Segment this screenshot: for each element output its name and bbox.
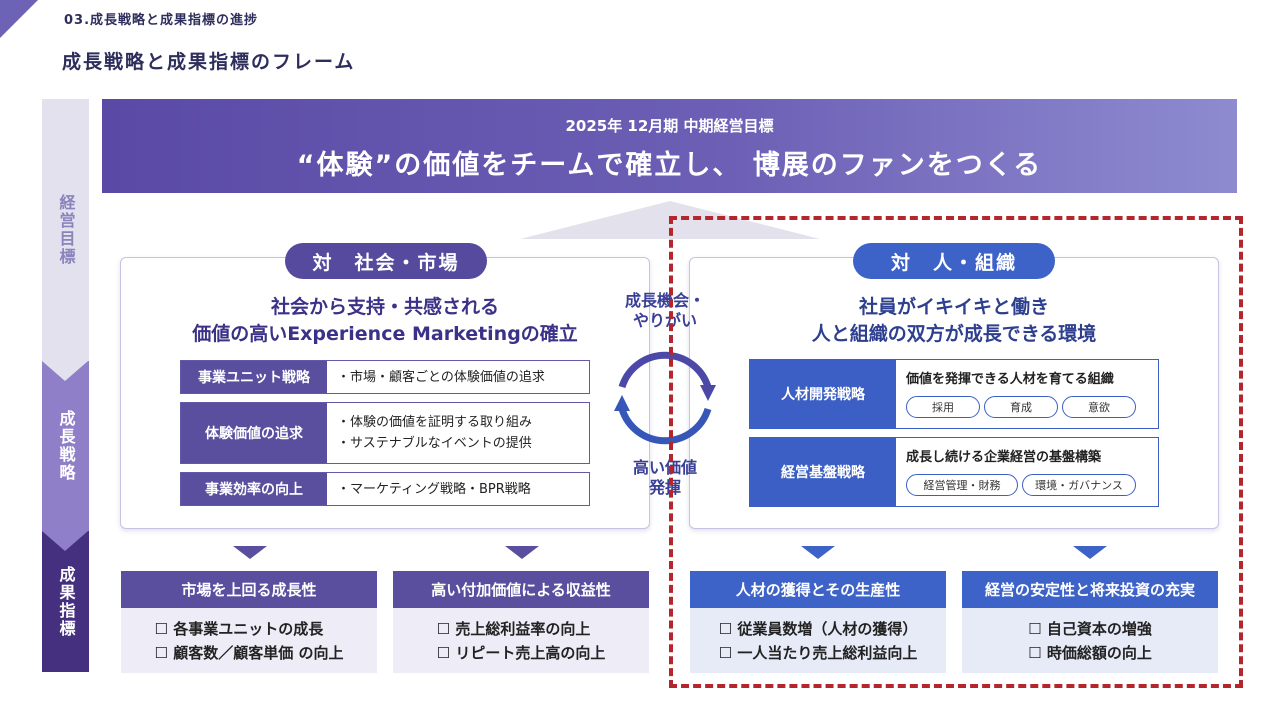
section-label: 03.成長戦略と成果指標の進捗 <box>64 13 259 28</box>
kpi-growth-body: ☐ 各事業ユニットの成長 ☐ 顧客数／顧客単価 の向上 <box>121 608 377 673</box>
page-title: 成長戦略と成果指標のフレーム <box>62 51 356 73</box>
left-panel-pill: 対 社会・市場 <box>285 243 487 279</box>
left-row-2-item-1: ・体験の価値を証明する取り組み <box>337 415 533 430</box>
kpi-stability-item-1: ☐ 自己資本の増強 <box>1028 619 1152 638</box>
kpi-talent-body: ☐ 従業員数増（人材の獲得） ☐ 一人当たり売上総利益向上 <box>690 608 946 673</box>
kpi-growth-item-1: ☐ 各事業ユニットの成長 <box>154 619 324 638</box>
right-heading-line1: 社員がイキイキと働き <box>858 296 1049 318</box>
left-panel-heading: 社会から支持・共感される 価値の高いExperience Marketingの確… <box>120 294 650 348</box>
cycle-top-line1: 成長機会・ <box>624 291 705 310</box>
sidebar-kpi: 成果指標 <box>42 531 89 672</box>
right-panel-pill: 対 人・組織 <box>853 243 1055 279</box>
down-arrow-4 <box>1073 546 1107 559</box>
cycle-top-line2: やりがい <box>632 311 697 330</box>
kpi-profitability: 高い付加価値による収益性 ☐ 売上総利益率の向上 ☐ リピート売上高の向上 <box>393 571 649 673</box>
tag-motivation: 意欲 <box>1062 396 1136 418</box>
tag-management: 経営管理・財務 <box>906 474 1018 496</box>
kpi-growth-title: 市場を上回る成長性 <box>121 571 377 608</box>
cycle-top-label: 成長機会・ やりがい <box>590 291 740 331</box>
left-row-3-item: ・マーケティング戦略・BPR戦略 <box>337 481 531 497</box>
sidebar-strategy: 成長戦略 <box>42 361 89 531</box>
right-row-2: 経営基盤戦略 成長し続ける企業経営の基盤構築 経営管理・財務 環境・ガバナンス <box>749 437 1159 507</box>
down-arrow-2 <box>505 546 539 559</box>
left-row-2: 体験価値の追求 ・体験の価値を証明する取り組み ・サステナブルなイベントの提供 <box>180 402 590 464</box>
kpi-growth-item-2: ☐ 顧客数／顧客単価 の向上 <box>154 643 344 662</box>
tag-environment: 環境・ガバナンス <box>1022 474 1136 496</box>
banner-main-text: “体験”の価値をチームで確立し、 博展のファンをつくる <box>296 150 1043 181</box>
sidebar-kpi-label: 成果指標 <box>56 565 76 638</box>
kpi-profitability-title: 高い付加価値による収益性 <box>393 571 649 608</box>
right-row-1-content: 価値を発揮できる人材を育てる組織 採用 育成 意欲 <box>896 360 1158 428</box>
kpi-talent-item-1: ☐ 従業員数増（人材の獲得） <box>718 619 918 638</box>
kpi-stability-item-2: ☐ 時価総額の向上 <box>1028 643 1152 662</box>
right-row-2-content: 成長し続ける企業経営の基盤構築 経営管理・財務 環境・ガバナンス <box>896 438 1158 506</box>
kpi-talent: 人材の獲得とその生産性 ☐ 従業員数増（人材の獲得） ☐ 一人当たり売上総利益向… <box>690 571 946 673</box>
kpi-talent-item-2: ☐ 一人当たり売上総利益向上 <box>718 643 918 662</box>
left-row-2-content: ・体験の価値を証明する取り組み ・サステナブルなイベントの提供 <box>327 403 589 463</box>
left-row-1-label: 事業ユニット戦略 <box>181 361 327 393</box>
kpi-profitability-body: ☐ 売上総利益率の向上 ☐ リピート売上高の向上 <box>393 608 649 673</box>
kpi-talent-title: 人材の獲得とその生産性 <box>690 571 946 608</box>
left-row-2-label: 体験価値の追求 <box>181 403 327 463</box>
left-row-3-label: 事業効率の向上 <box>181 473 327 505</box>
sidebar-goal-label: 経営目標 <box>56 194 76 266</box>
right-row-1-title: 価値を発揮できる人材を育てる組織 <box>906 372 1114 387</box>
down-arrow-3 <box>801 546 835 559</box>
kpi-stability: 経営の安定性と将来投資の充実 ☐ 自己資本の増強 ☐ 時価総額の向上 <box>962 571 1218 673</box>
corner-accent <box>0 0 38 38</box>
left-row-3-content: ・マーケティング戦略・BPR戦略 <box>327 473 589 505</box>
banner-subtitle: 2025年 12月期 中期経営目標 <box>565 117 774 135</box>
left-row-2-item-2: ・サステナブルなイベントの提供 <box>337 436 532 451</box>
right-panel-heading: 社員がイキイキと働き 人と組織の双方が成長できる環境 <box>689 294 1219 348</box>
highlight-frame <box>669 216 1243 688</box>
left-row-3: 事業効率の向上 ・マーケティング戦略・BPR戦略 <box>180 472 590 506</box>
right-heading-line2: 人と組織の双方が成長できる環境 <box>811 323 1097 345</box>
kpi-profitability-item-1: ☐ 売上総利益率の向上 <box>436 619 591 638</box>
cycle-arrows-icon <box>614 351 716 445</box>
kpi-profitability-item-2: ☐ リピート売上高の向上 <box>436 643 606 662</box>
kpi-stability-body: ☐ 自己資本の増強 ☐ 時価総額の向上 <box>962 608 1218 673</box>
sidebar-strategy-label: 成長戦略 <box>56 410 76 482</box>
goal-banner: 2025年 12月期 中期経営目標 “体験”の価値をチームで確立し、 博展のファ… <box>102 99 1237 193</box>
cycle-bottom-line1: 高い価値 <box>632 458 697 477</box>
right-row-1-label: 人材開発戦略 <box>750 360 896 428</box>
kpi-growth: 市場を上回る成長性 ☐ 各事業ユニットの成長 ☐ 顧客数／顧客単価 の向上 <box>121 571 377 673</box>
down-arrow-1 <box>233 546 267 559</box>
sidebar-chevron-2 <box>42 531 88 551</box>
right-row-1-tags: 採用 育成 意欲 <box>906 396 1148 418</box>
left-heading-line2: 価値の高いExperience Marketingの確立 <box>192 323 578 345</box>
sidebar-goal: 経営目標 <box>42 99 89 361</box>
right-row-2-label: 経営基盤戦略 <box>750 438 896 506</box>
sidebar-chevron-1 <box>42 361 88 381</box>
right-row-1: 人材開発戦略 価値を発揮できる人材を育てる組織 採用 育成 意欲 <box>749 359 1159 429</box>
left-row-1: 事業ユニット戦略 ・市場・顧客ごとの体験価値の追求 <box>180 360 590 394</box>
left-row-1-content: ・市場・顧客ごとの体験価値の追求 <box>327 361 589 393</box>
right-row-2-title: 成長し続ける企業経営の基盤構築 <box>906 450 1102 465</box>
left-row-1-item: ・市場・顧客ごとの体験価値の追求 <box>337 369 545 385</box>
tag-recruit: 採用 <box>906 396 980 418</box>
kpi-stability-title: 経営の安定性と将来投資の充実 <box>962 571 1218 608</box>
right-row-2-tags: 経営管理・財務 環境・ガバナンス <box>906 474 1148 496</box>
left-heading-line1: 社会から支持・共感される <box>270 296 499 318</box>
tag-develop: 育成 <box>984 396 1058 418</box>
